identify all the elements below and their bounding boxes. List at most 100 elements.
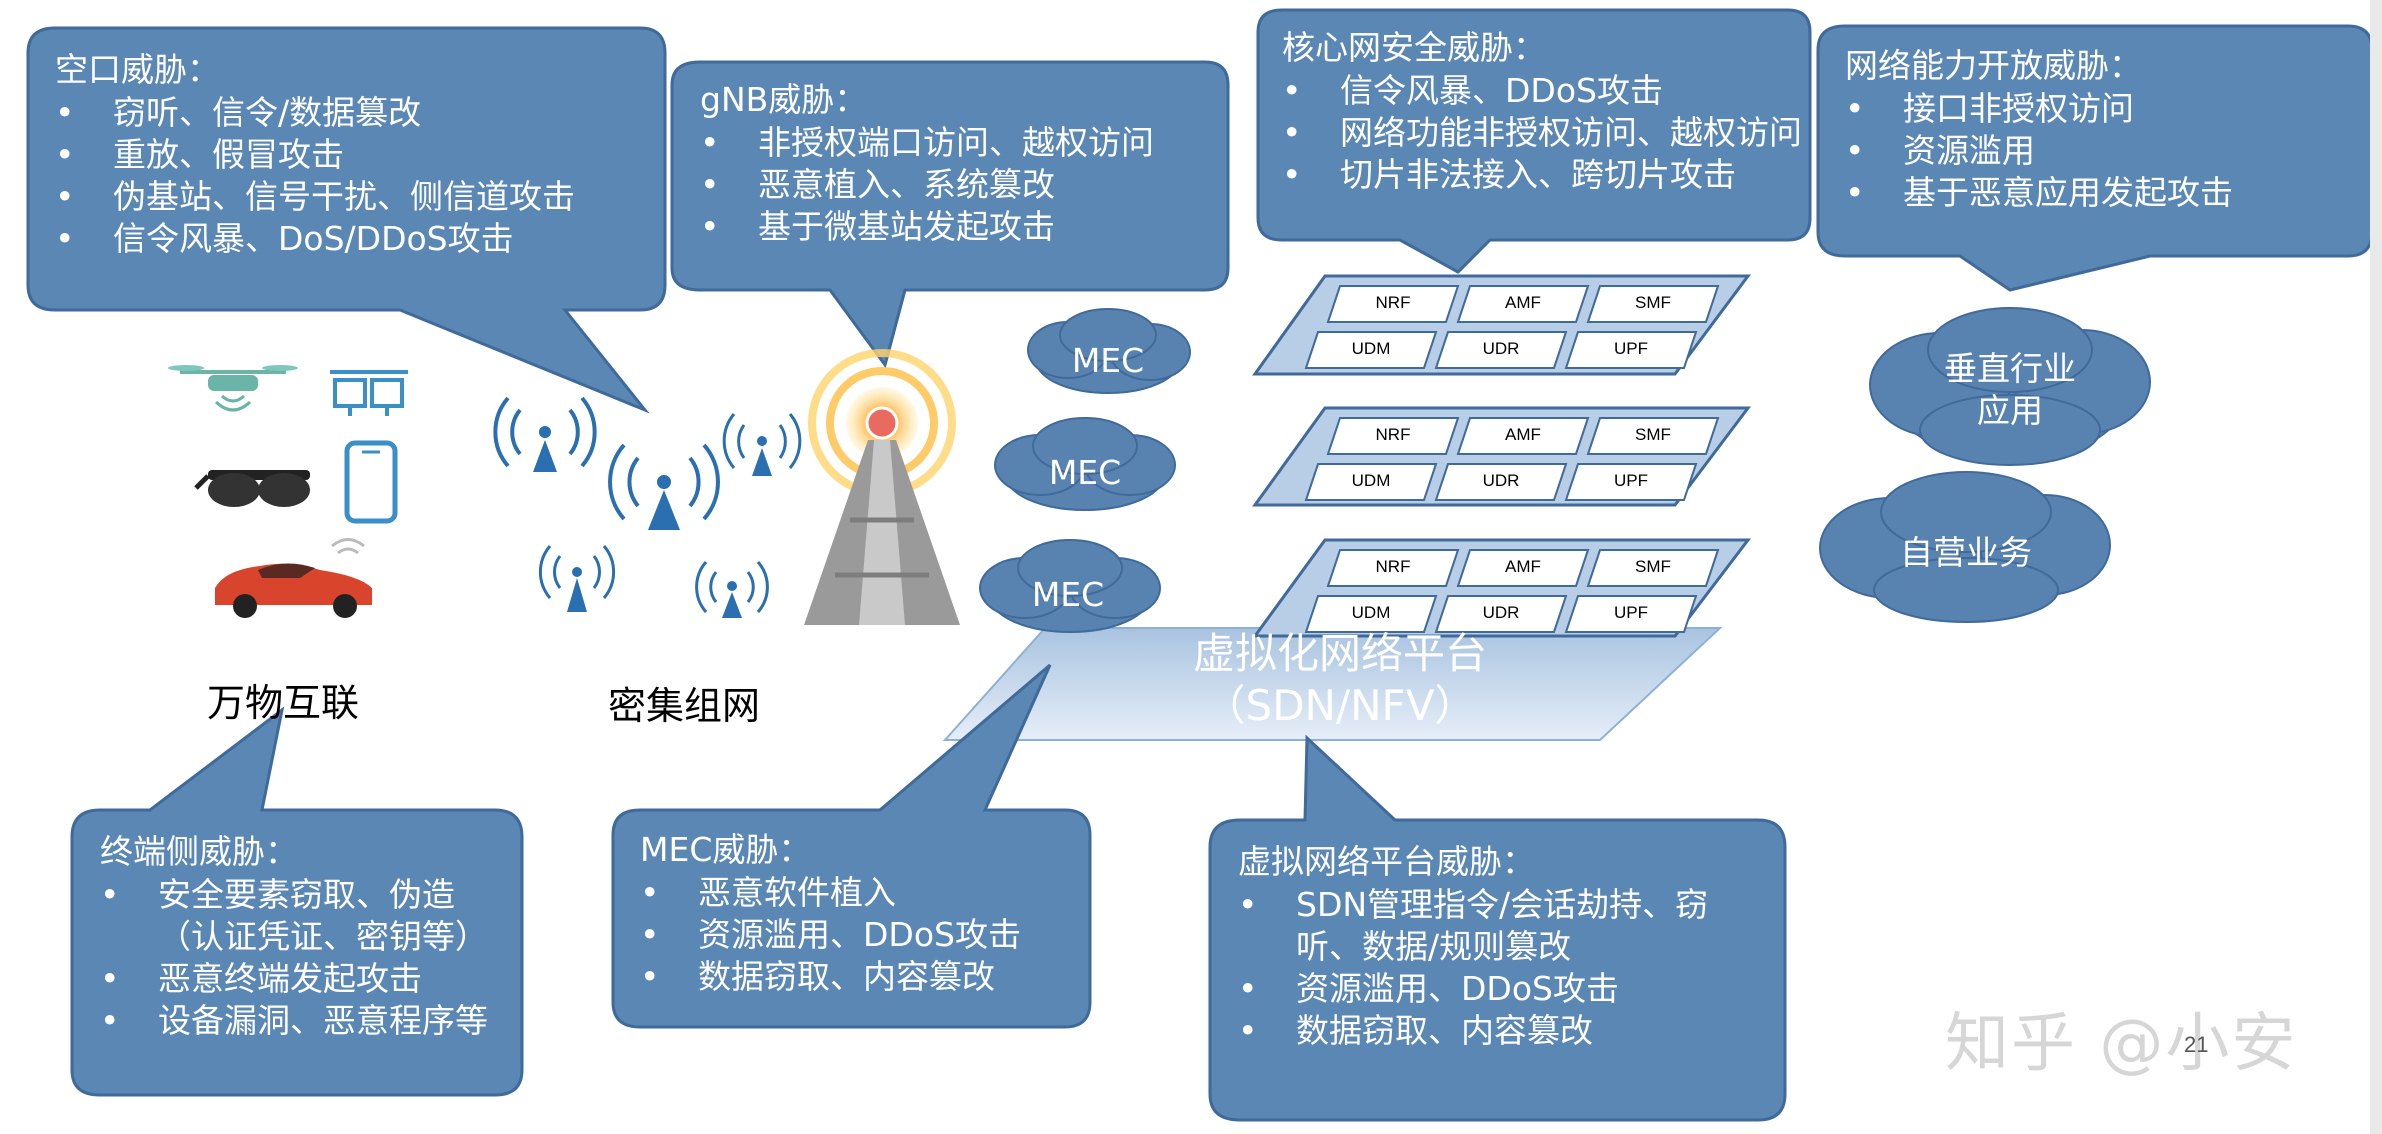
drone-icon [168,365,298,412]
threat-item: 窃听、信令/数据篡改 [55,92,655,134]
nf-label-udm: UDM [1351,339,1391,358]
threat-item: 恶意终端发起攻击 [100,958,515,1000]
threat-item: 非授权端口访问、越权访问 [700,122,1220,164]
virtual-platform-threat-bubble: 虚拟网络平台威胁： SDN管理指令/会话劫持、窃听、数据/规则篡改 资源滥用、D… [1238,840,1768,1052]
mec-cloud-1 [1027,308,1191,394]
nf-boxes [1304,285,1720,633]
threat-item: 数据窃取、内容篡改 [1238,1010,1768,1052]
mec-cloud-label: MEC [1031,575,1105,614]
nf-label-udm: UDM [1351,471,1391,490]
terminal-threat-bubble: 终端侧威胁： 安全要素窃取、伪造（认证凭证、密钥等） 恶意终端发起攻击 设备漏洞… [100,830,515,1042]
threat-item: 安全要素窃取、伪造（认证凭证、密钥等） [100,874,515,958]
vertical-industry-cloud [1869,307,2151,466]
slide-edge [2370,0,2382,1134]
nf-label-upf: UPF [1614,603,1648,622]
small-cell-icon [608,443,720,530]
threat-item: 伪基站、信号干扰、侧信道攻击 [55,176,655,218]
nf-box [1434,463,1568,501]
air-interface-threat-bubble: 空口威胁： 窃听、信令/数据篡改 重放、假冒攻击 伪基站、信号干扰、侧信道攻击 … [55,48,655,260]
nf-label-smf: SMF [1635,425,1671,444]
page-number: 21 [2184,1032,2209,1057]
threat-item: 数据窃取、内容篡改 [640,956,1080,998]
self-operated-cloud [1819,471,2111,623]
nf-box [1434,331,1568,369]
nf-box [1586,549,1720,587]
vertical-industry-label: 垂直行业 应用 [1944,349,2076,430]
nf-box [1326,549,1460,587]
connected-car-icon [215,538,372,618]
nf-box [1326,417,1460,455]
cell-tower-icon [804,349,960,625]
nf-box [1456,417,1590,455]
nf-box [1586,285,1720,323]
nf-label-udr: UDR [1482,339,1520,358]
nf-label-udm: UDM [1351,603,1391,622]
nf-box [1304,331,1438,369]
core-network-threat-bubble: 核心网安全威胁： 信令风暴、DDoS攻击 网络功能非授权访问、越权访问 切片非法… [1282,26,1802,196]
threat-item: 接口非授权访问 [1845,88,2365,130]
nf-box [1586,417,1720,455]
threat-item: 恶意软件植入 [640,872,1080,914]
dense-network-caption: 密集组网 [608,684,761,728]
mec-threat-bubble: MEC威胁： 恶意软件植入 资源滥用、DDoS攻击 数据窃取、内容篡改 [640,828,1080,998]
nf-box [1456,285,1590,323]
mec-cloud-2 [994,417,1176,511]
display-screens-icon [330,370,408,416]
nf-box [1564,331,1698,369]
threat-item: 基于微基站发起攻击 [700,206,1220,248]
nf-label-udr: UDR [1482,603,1520,622]
bubble-title: 终端侧威胁： [100,832,298,871]
small-cell-icon [538,545,616,612]
nf-label-amf: AMF [1505,425,1541,444]
platform-title: 虚拟化网络平台 [1192,629,1487,678]
nf-label-udr: UDR [1482,471,1520,490]
threat-item: 资源滥用、DDoS攻击 [640,914,1080,956]
bubble-title: 核心网安全威胁： [1282,28,1546,67]
threat-item: SDN管理指令/会话劫持、窃听、数据/规则篡改 [1238,884,1768,968]
threat-item: 切片非法接入、跨切片攻击 [1282,154,1802,196]
mec-cloud-label: MEC [1071,341,1145,380]
nf-label-smf: SMF [1635,557,1671,576]
nf-label-amf: AMF [1505,293,1541,312]
threat-item: 基于恶意应用发起攻击 [1845,172,2365,214]
mec-cloud-label: MEC [1048,453,1122,492]
smartphone-icon [344,440,398,524]
threat-item: 资源滥用 [1845,130,2365,172]
threat-item: 信令风暴、DoS/DDoS攻击 [55,218,655,260]
nf-box [1304,595,1438,633]
nf-label-nrf: NRF [1375,557,1411,576]
watermark: 知乎 @小安 [1945,1007,2298,1081]
platform-subtitle: （SDN/NFV） [1203,681,1477,730]
nf-label-upf: UPF [1614,339,1648,358]
nf-box [1304,463,1438,501]
nf-label-amf: AMF [1505,557,1541,576]
threat-item: 重放、假冒攻击 [55,134,655,176]
nf-label-nrf: NRF [1375,293,1411,312]
threat-item: 资源滥用、DDoS攻击 [1238,968,1768,1010]
bubble-title: 网络能力开放威胁： [1845,46,2142,85]
bubble-title: MEC威胁： [640,830,812,869]
small-cell-icon [493,396,597,472]
bubble-title: 空口威胁： [55,50,220,89]
threat-item: 恶意植入、系统篡改 [700,164,1220,206]
iot-caption: 万物互联 [207,681,360,725]
small-cell-icon [722,413,802,476]
nf-label-nrf: NRF [1375,425,1411,444]
gnb-threat-bubble: gNB威胁： 非授权端口访问、越权访问 恶意植入、系统篡改 基于微基站发起攻击 [700,78,1220,248]
self-operated-label: 自营业务 [1900,533,2032,572]
bubble-title: 虚拟网络平台威胁： [1238,842,1535,881]
nf-box [1456,549,1590,587]
nf-box [1564,463,1698,501]
nf-box [1434,595,1568,633]
nf-label-upf: UPF [1614,471,1648,490]
network-exposure-threat-bubble: 网络能力开放威胁： 接口非授权访问 资源滥用 基于恶意应用发起攻击 [1845,44,2365,214]
smart-glasses-icon [194,470,310,507]
threat-item: 设备漏洞、恶意程序等 [100,1000,515,1042]
mec-cloud-3 [979,539,1161,633]
threat-item: 信令风暴、DDoS攻击 [1282,70,1802,112]
bubble-title: gNB威胁： [700,80,868,119]
nf-box [1326,285,1460,323]
nf-label-smf: SMF [1635,293,1671,312]
threat-item: 网络功能非授权访问、越权访问 [1282,112,1802,154]
nf-box [1564,595,1698,633]
